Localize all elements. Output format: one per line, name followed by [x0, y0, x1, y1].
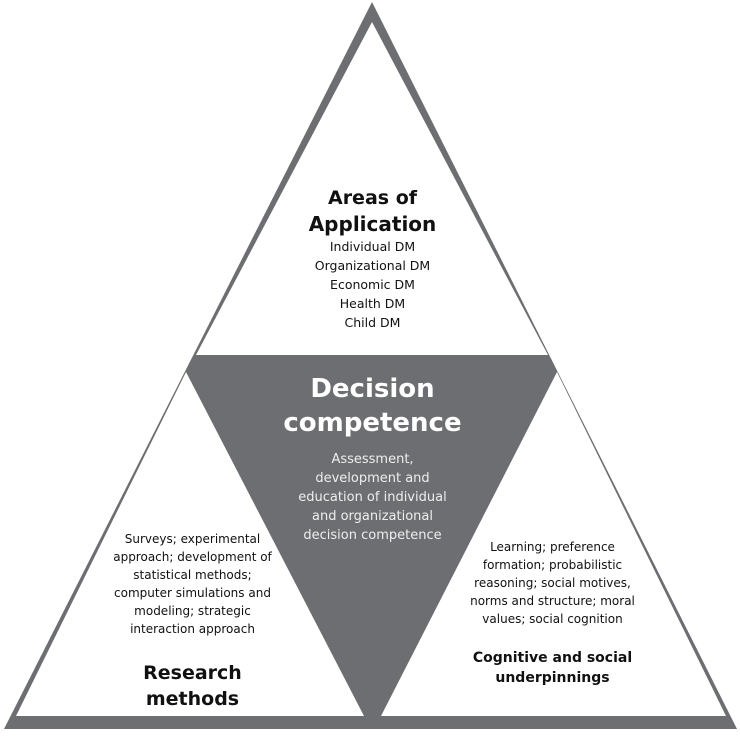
center-title-1: Decision: [310, 374, 435, 404]
list-item: Child DM: [344, 315, 401, 330]
list-item: Individual DM: [329, 239, 416, 254]
left-title-2: methods: [145, 688, 240, 710]
list-item: Economic DM: [330, 277, 415, 292]
left-section: [16, 372, 364, 716]
top-title-1: Areas of: [327, 187, 418, 209]
left-title-1: Research: [143, 662, 242, 684]
center-title-2: competence: [283, 408, 462, 438]
right-description: Learning; preference formation; probabil…: [470, 540, 635, 626]
top-title-2: Application: [308, 212, 437, 236]
center-section-text: Decision competence Assessment, developm…: [250, 372, 495, 545]
right-section-text: Learning; preference formation; probabil…: [465, 538, 640, 688]
top-section: [196, 22, 548, 355]
left-section-text: Surveys; experimental approach; developm…: [105, 530, 280, 712]
right-title-2: underpinnings: [495, 670, 610, 686]
center-description: Assessment, development and education of…: [298, 452, 447, 543]
left-description: Surveys; experimental approach; developm…: [113, 532, 272, 636]
right-title-1: Cognitive and social: [472, 650, 633, 666]
top-section-text: Areas of Application Individual DM Organ…: [250, 185, 495, 332]
list-item: Health DM: [339, 296, 406, 311]
right-section: [381, 372, 726, 716]
list-item: Organizational DM: [314, 258, 431, 273]
